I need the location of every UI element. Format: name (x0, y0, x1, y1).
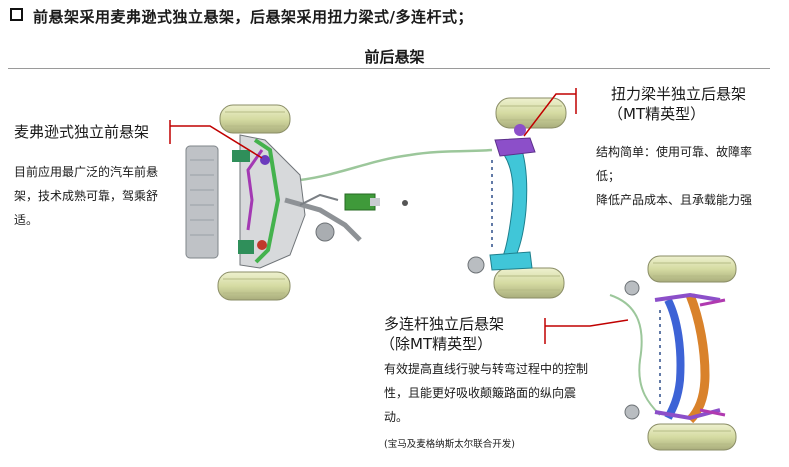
torsion-beam-description-1: 结构简单：使用可靠、故障率低； (596, 145, 753, 183)
callout-lines (169, 88, 629, 344)
torsion-beam-variant: （MT精英型） (608, 105, 706, 123)
checkbox-bullet-icon (10, 8, 23, 21)
multilink-title: 多连杆独立后悬架 (384, 315, 505, 333)
section-subtitle: 前后悬架 (364, 48, 425, 66)
torsion-beam-title: 扭力梁半独立后悬架 (611, 85, 747, 103)
multilink-illustration (609, 255, 737, 451)
front-suspension-description: 目前应用最广泛的汽车前悬架，技术成熟可靠，驾乘舒适。 (14, 165, 159, 227)
torsion-beam-description-2: 降低产品成本、且承载能力强 (596, 193, 753, 207)
torsion-beam-illustration (467, 97, 567, 299)
multilink-note: (宝马及麦格纳斯太尔联合开发) (384, 439, 515, 450)
front-suspension-illustration (185, 104, 493, 301)
header-title: 前悬架采用麦弗逊式独立悬架，后悬架采用扭力梁式/多连杆式； (33, 8, 473, 26)
multilink-variant: （除MT精英型） (380, 335, 493, 353)
page-header: 前悬架采用麦弗逊式独立悬架，后悬架采用扭力梁式/多连杆式； (10, 6, 473, 27)
front-suspension-title: 麦弗逊式独立前悬架 (14, 123, 150, 141)
multilink-description: 有效提高直线行驶与转弯过程中的控制性，且能更好吸收颠簸路面的纵向震动。 (384, 362, 589, 424)
divider-line (8, 68, 770, 69)
